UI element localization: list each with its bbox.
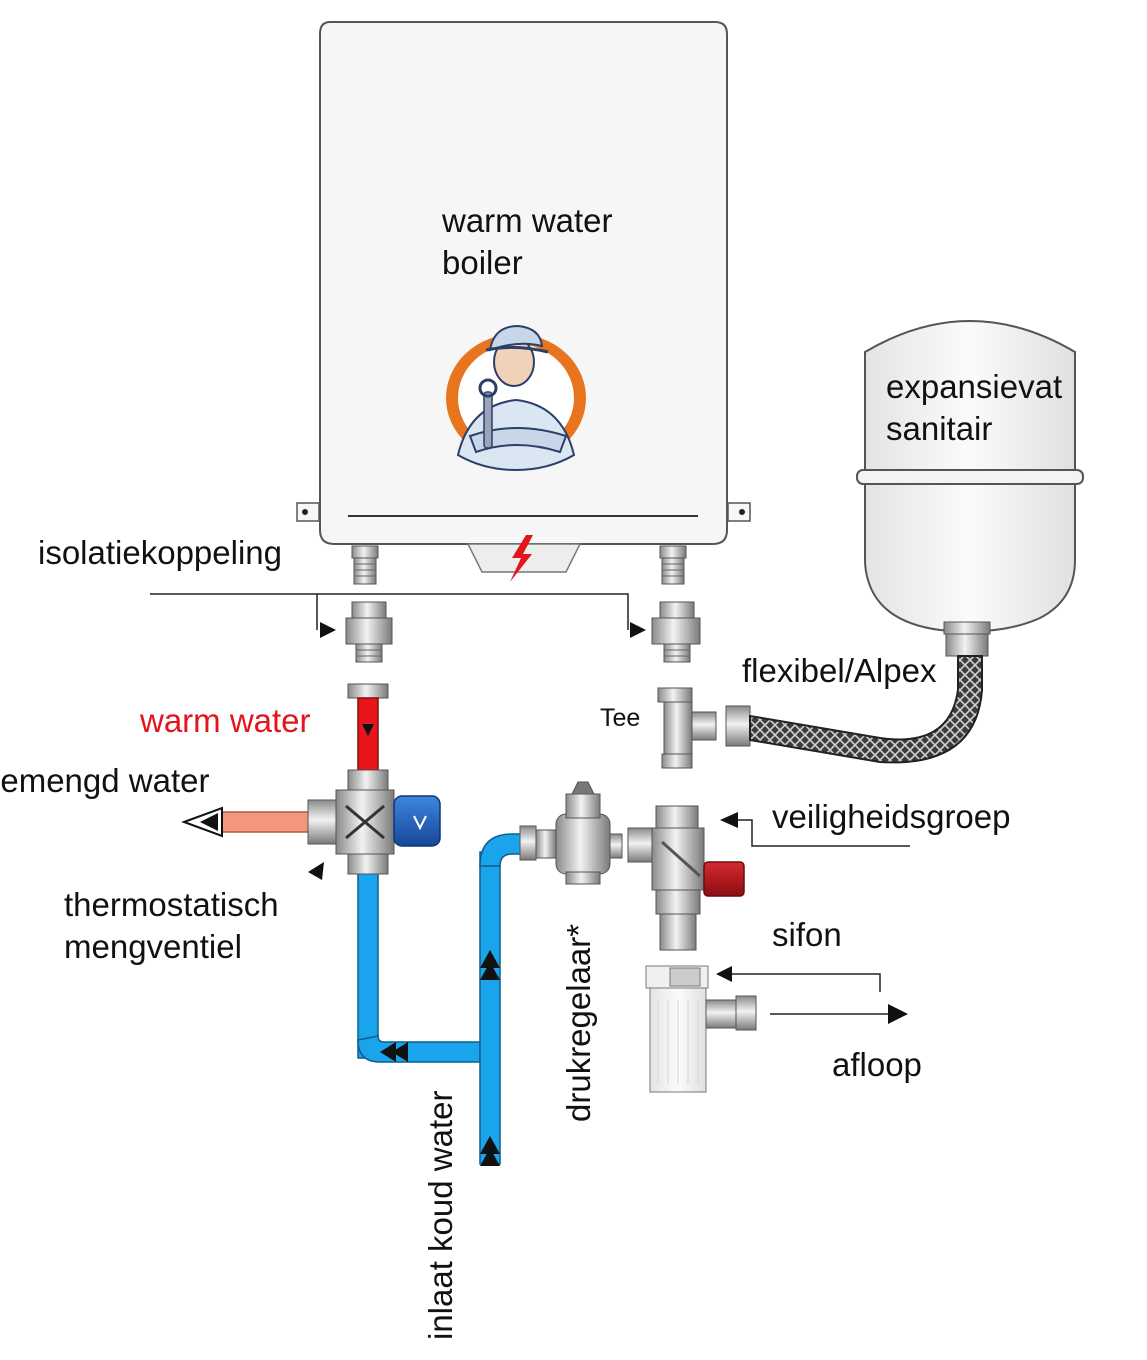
cold-inlet-label: inlaat koud water	[422, 1090, 459, 1340]
boiler	[296, 21, 751, 585]
pressure-regulator-label: drukregelaar*	[560, 923, 597, 1122]
isolation-coupling-label: isolatiekoppeling	[38, 534, 283, 571]
tee-label: Tee	[600, 704, 641, 732]
lightning-bolt-icon	[510, 535, 533, 582]
expansion-vessel	[856, 320, 1084, 657]
thermostatic-valve-label: thermostatisch mengventiel	[64, 884, 279, 968]
expansion-vessel-label-line1: expansievat	[886, 368, 1063, 405]
boiler-label-line1: warm water	[442, 202, 613, 239]
mixed-water-label: gemengd water	[0, 762, 210, 799]
thermostatic-mixing-valve	[307, 769, 441, 880]
boiler-label: warm water boiler	[442, 200, 613, 284]
mechanic-mascot-icon	[446, 324, 586, 472]
siphon	[645, 965, 881, 1093]
isolation-coupling-left	[345, 601, 393, 663]
boiler-tank	[319, 21, 728, 545]
safety-group	[627, 805, 910, 951]
siphon-label: sifon	[772, 916, 842, 953]
boiler-label-line2: boiler	[442, 244, 523, 282]
expansion-vessel-seam	[856, 469, 1084, 485]
safety-group-label: veiligheidsgroep	[772, 798, 1011, 835]
thermostatic-valve-label-line1: thermostatisch	[64, 886, 279, 923]
drain-arrow	[770, 1004, 908, 1024]
flexible-hose-label: flexibel/Alpex	[742, 652, 937, 689]
isolation-coupling-right	[651, 601, 701, 663]
flexible-hose	[725, 655, 983, 764]
warm-water-label: warm water	[140, 702, 311, 739]
mixed-water-pipe	[181, 806, 315, 838]
isolation-coupling-pointer	[150, 593, 646, 638]
tee-fitting	[657, 687, 717, 769]
pressure-regulator	[519, 781, 623, 885]
hot-water-pipe	[347, 683, 389, 771]
thermostatic-valve-label-line2: mengventiel	[64, 928, 242, 966]
expansion-vessel-label-line2: sanitair	[886, 410, 993, 448]
expansion-vessel-label: expansievat sanitair	[886, 366, 1062, 450]
drain-label: afloop	[832, 1046, 922, 1083]
safety-group-red-cap	[703, 861, 745, 897]
